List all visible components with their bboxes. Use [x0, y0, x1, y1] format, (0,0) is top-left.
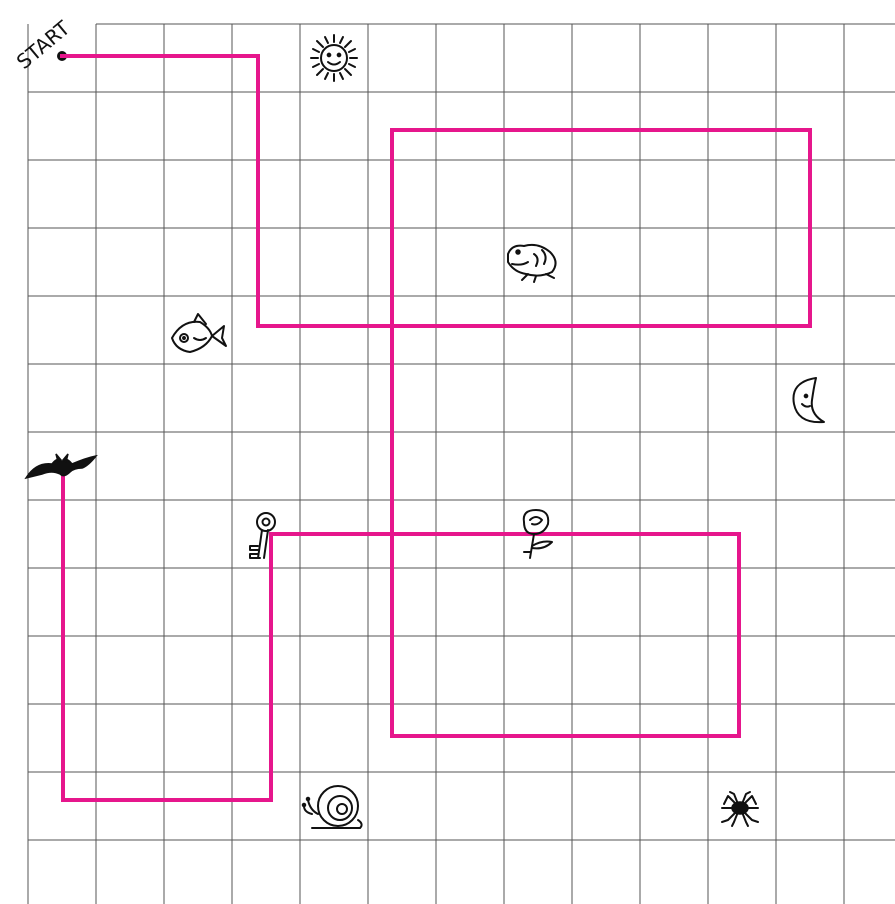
snail-icon: [303, 786, 362, 828]
spider-icon: [722, 792, 758, 826]
fish-icon: [172, 314, 226, 352]
moon-icon: [793, 378, 824, 422]
frog-icon: [508, 245, 556, 282]
bat-icon: [26, 454, 96, 478]
start-label: START: [12, 15, 75, 74]
start-marker: START: [12, 15, 75, 74]
sun-icon: [311, 35, 357, 81]
grid: [28, 24, 895, 904]
